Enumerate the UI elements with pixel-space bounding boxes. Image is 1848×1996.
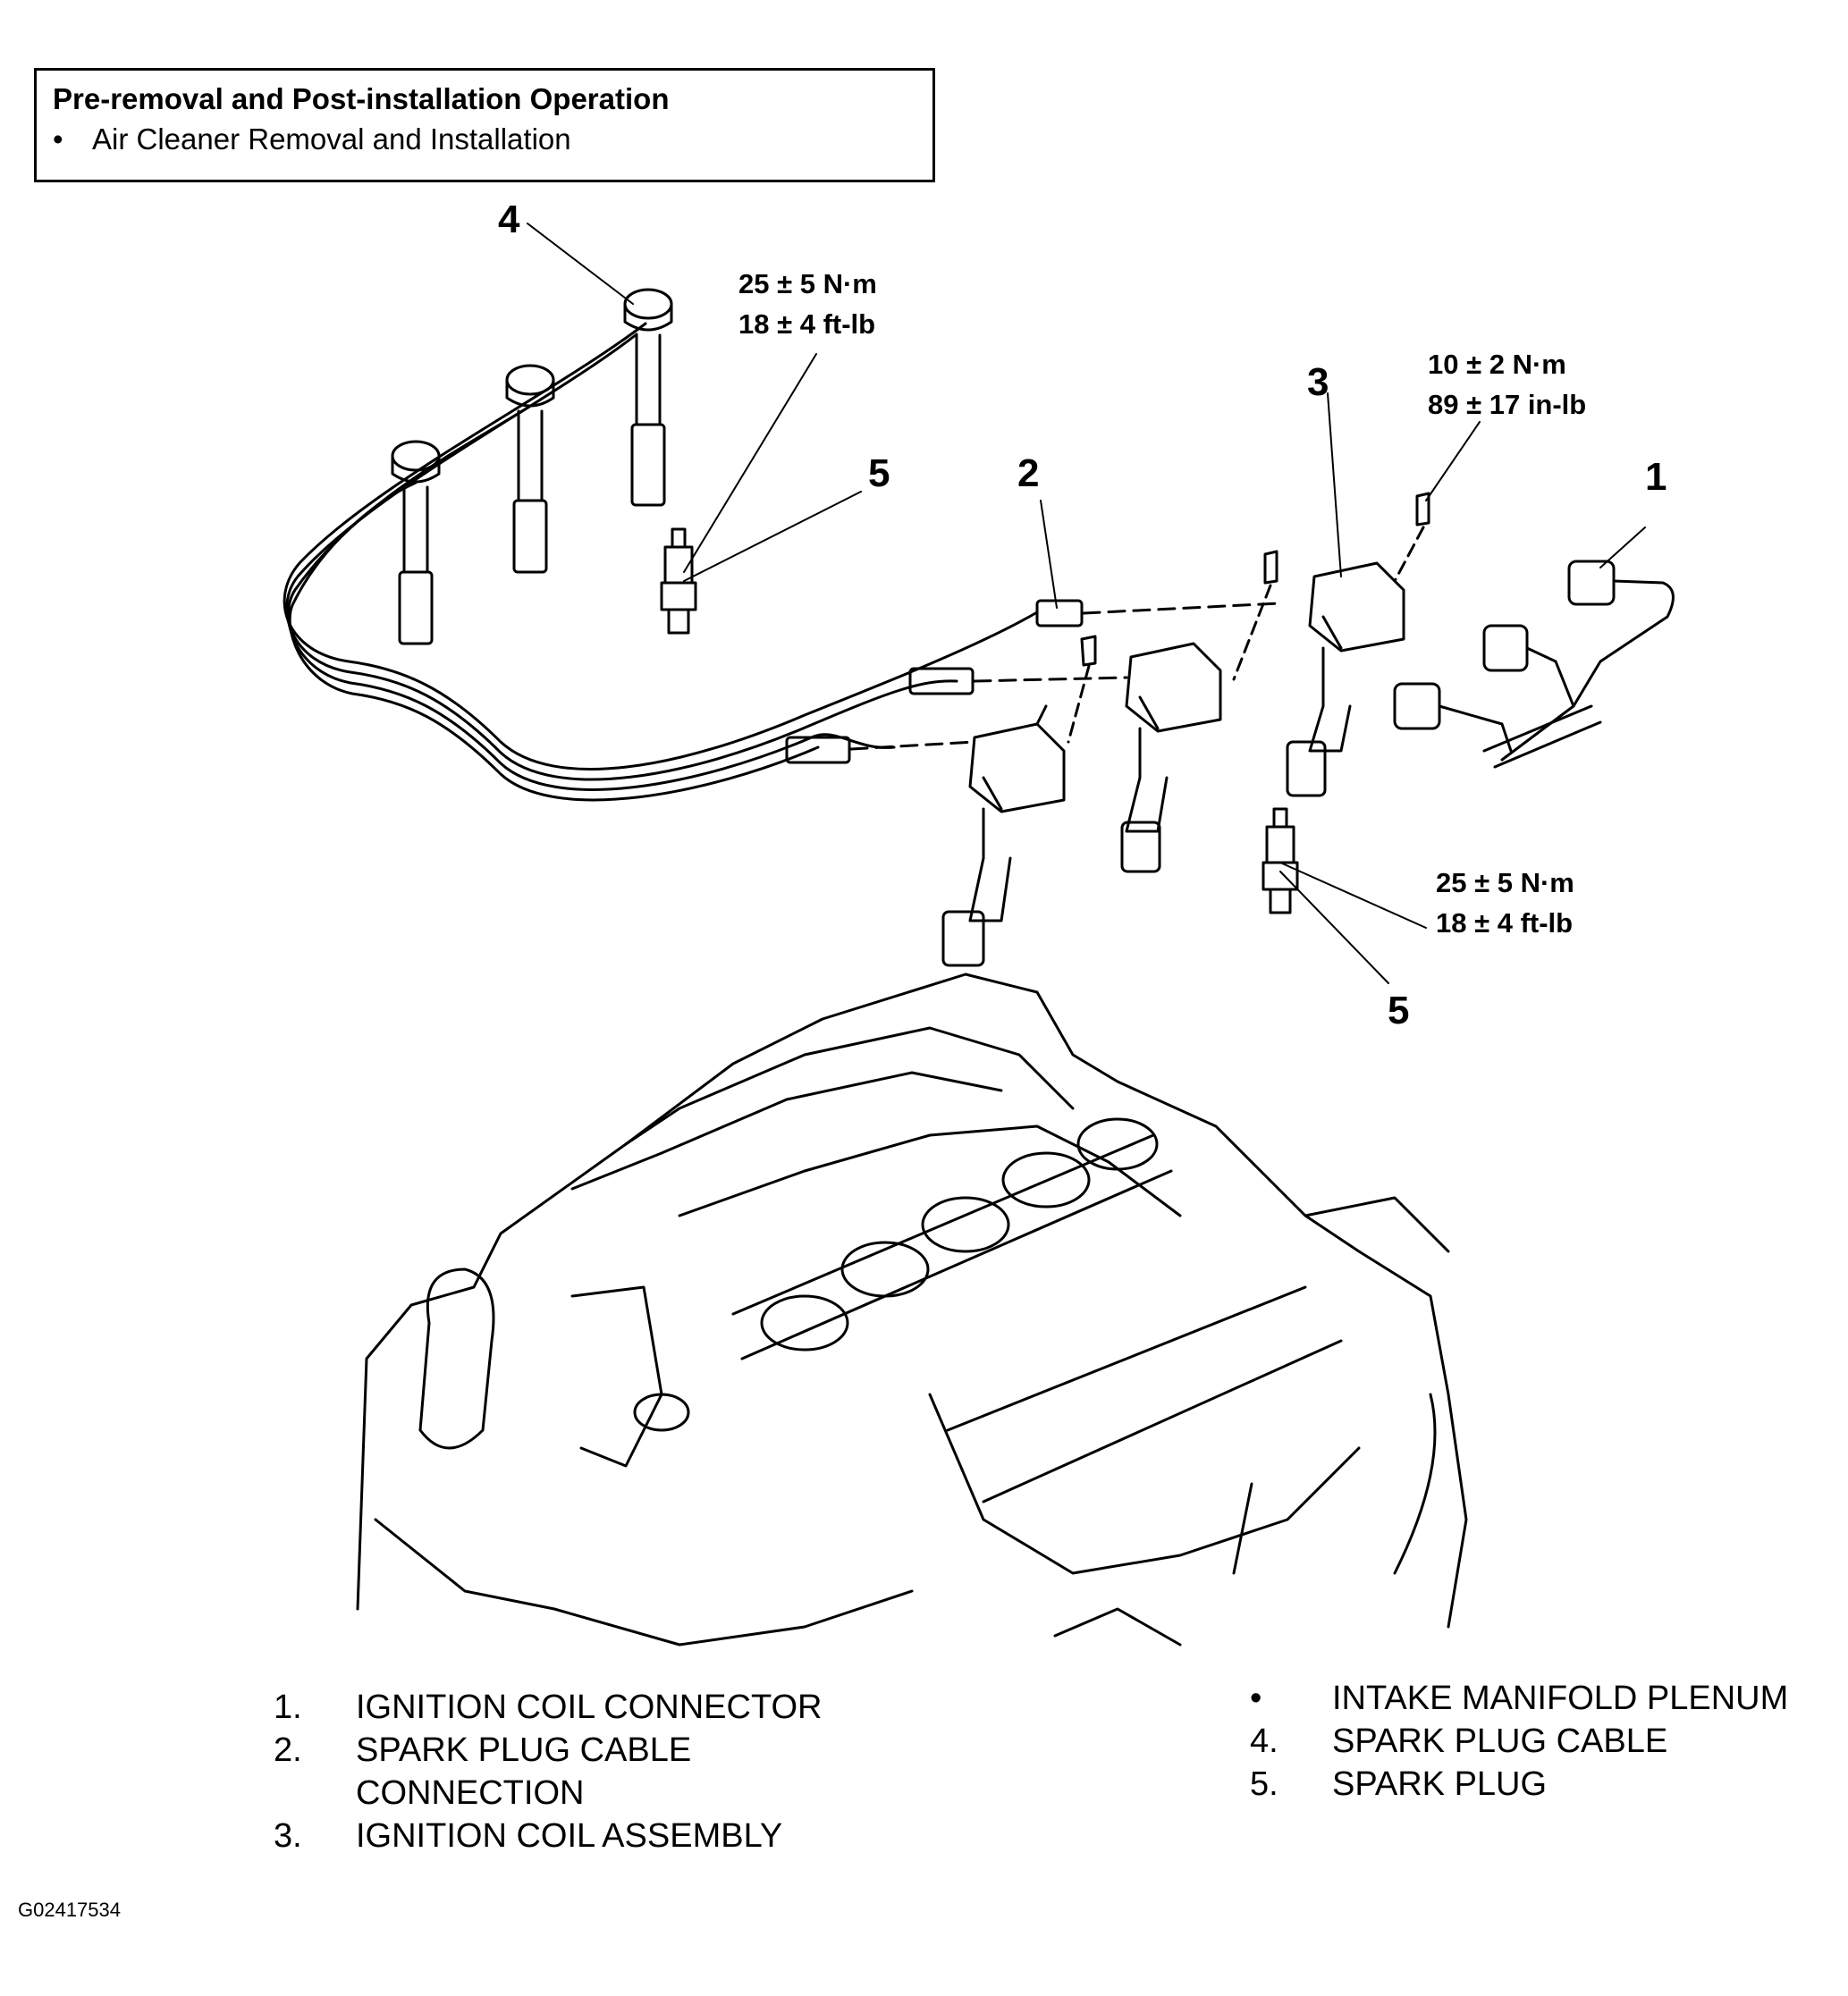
torque-plug-bottom-ft: 18 ± 4 ft-lb xyxy=(1436,907,1573,939)
callout-4: 4 xyxy=(498,198,520,241)
spark-plug-boot-3 xyxy=(623,288,673,507)
assembly-guide-lines xyxy=(849,602,1280,751)
legend-number: 5. xyxy=(1250,1765,1278,1803)
bolt-guide-lines xyxy=(1067,526,1425,744)
legend-text: SPARK PLUG xyxy=(1332,1765,1548,1803)
legend-text: IGNITION COIL ASSEMBLY xyxy=(356,1817,783,1855)
bullet-icon: • xyxy=(53,122,63,156)
legend-text: INTAKE MANIFOLD PLENUM xyxy=(1332,1680,1789,1717)
callout-1: 1 xyxy=(1645,455,1667,499)
pre-removal-info-box: Pre-removal and Post-installation Operat… xyxy=(34,68,935,182)
legend-left: 1. IGNITION COIL CONNECTOR 2. SPARK PLUG C… xyxy=(274,1686,822,1857)
legend-text: SPARK PLUG CABLE xyxy=(1332,1722,1668,1760)
legend-bullet: • xyxy=(1250,1680,1262,1717)
figure-id: G02417534 xyxy=(18,1899,121,1921)
legend-right: • INTAKE MANIFOLD PLENUM 4. SPARK PLUG CAB… xyxy=(1250,1677,1788,1806)
coil-mounting-bolts xyxy=(1080,492,1430,667)
legend-item: 3. IGNITION COIL ASSEMBLY xyxy=(274,1815,822,1857)
callout-5-bottom: 5 xyxy=(1388,989,1409,1032)
callout-5-top: 5 xyxy=(868,451,890,495)
legend-number xyxy=(274,1772,356,1815)
spark-plug-bottom xyxy=(1262,807,1299,914)
ignition-coil-1 xyxy=(941,704,1066,967)
callout-3: 3 xyxy=(1307,360,1329,404)
torque-plug-top-ft: 18 ± 4 ft-lb xyxy=(738,308,875,340)
torque-coil-in: 89 ± 17 in-lb xyxy=(1428,389,1586,420)
info-box-bullet: • Air Cleaner Removal and Installation xyxy=(53,119,916,160)
legend-number: 4. xyxy=(1250,1722,1278,1760)
ignition-coil-connector-harness xyxy=(1393,560,1675,769)
ignition-coil-3 xyxy=(1286,561,1405,797)
torque-plug-top-nm: 25 ± 5 N·m xyxy=(738,268,877,299)
legend-text: SPARK PLUG CABLE xyxy=(356,1731,692,1769)
spark-plug-top xyxy=(660,527,697,635)
spark-plug-cable-harness xyxy=(283,322,1039,802)
torque-coil-nm: 10 ± 2 N·m xyxy=(1428,349,1566,380)
legend-item: CONNECTION xyxy=(274,1772,822,1815)
legend-item: 4. SPARK PLUG CABLE xyxy=(1250,1720,1788,1763)
ignition-coil-2 xyxy=(1120,642,1222,873)
leader-lines xyxy=(527,223,1646,984)
legend-item: 2. SPARK PLUG CABLE xyxy=(274,1729,822,1772)
cable-end-connectors xyxy=(785,599,1084,764)
callout-2: 2 xyxy=(1017,451,1039,495)
spark-plug-boot-1 xyxy=(391,440,441,645)
info-box-title: Pre-removal and Post-installation Operat… xyxy=(53,82,670,115)
legend-text: IGNITION COIL CONNECTOR xyxy=(356,1689,823,1726)
info-box-bullet-text: Air Cleaner Removal and Installation xyxy=(92,122,571,156)
legend-number: 3. xyxy=(274,1817,302,1855)
torque-plug-bottom-nm: 25 ± 5 N·m xyxy=(1436,867,1574,898)
engine-intake-manifold-plenum xyxy=(356,973,1468,1646)
legend-item: 5. SPARK PLUG xyxy=(1250,1763,1788,1806)
legend-number: 2. xyxy=(274,1731,302,1769)
spark-plug-boot-2 xyxy=(505,364,555,574)
legend-number: 1. xyxy=(274,1689,302,1726)
legend-text: CONNECTION xyxy=(356,1774,585,1812)
legend-item: 1. IGNITION COIL CONNECTOR xyxy=(274,1686,822,1729)
legend-item: • INTAKE MANIFOLD PLENUM xyxy=(1250,1677,1788,1720)
